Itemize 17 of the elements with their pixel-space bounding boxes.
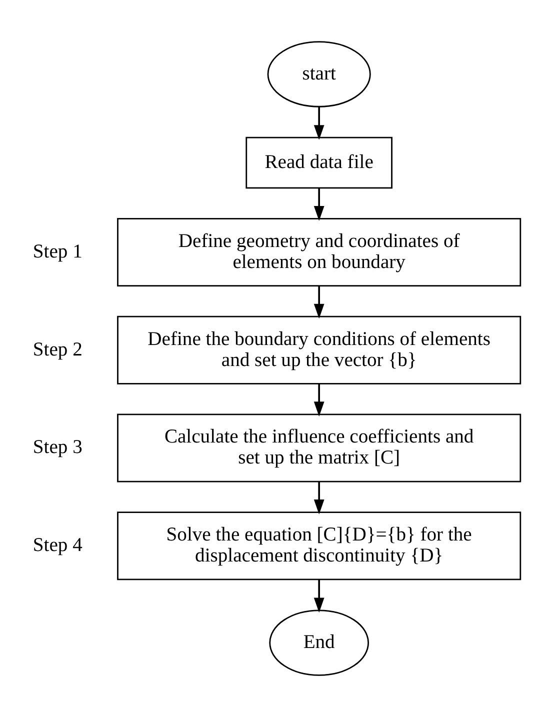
node-box: Solve the equation [C]{D}={b} for the displacement discontinuity {D} — [117, 511, 522, 580]
node-box: Define geometry and coordinates of elements on boundary — [117, 218, 522, 286]
arrow — [314, 106, 324, 140]
arrow — [314, 285, 324, 318]
node-box: Read data file — [246, 136, 392, 188]
arrow — [314, 383, 324, 416]
node-box: Define the boundary conditions of elements and set up the vector {b} — [117, 315, 522, 384]
arrow — [314, 481, 324, 514]
arrow — [314, 579, 324, 612]
node-ellipse: start — [267, 40, 371, 107]
node-label: Step 1 — [32, 240, 82, 262]
arrow — [314, 188, 324, 220]
node-label: Step 4 — [32, 534, 82, 556]
node-label: Step 2 — [32, 338, 82, 360]
node-label: Step 3 — [32, 436, 82, 458]
node-box: Calculate the influence coefficients and set up the matrix [C] — [117, 413, 522, 482]
node-ellipse: End — [269, 609, 369, 676]
